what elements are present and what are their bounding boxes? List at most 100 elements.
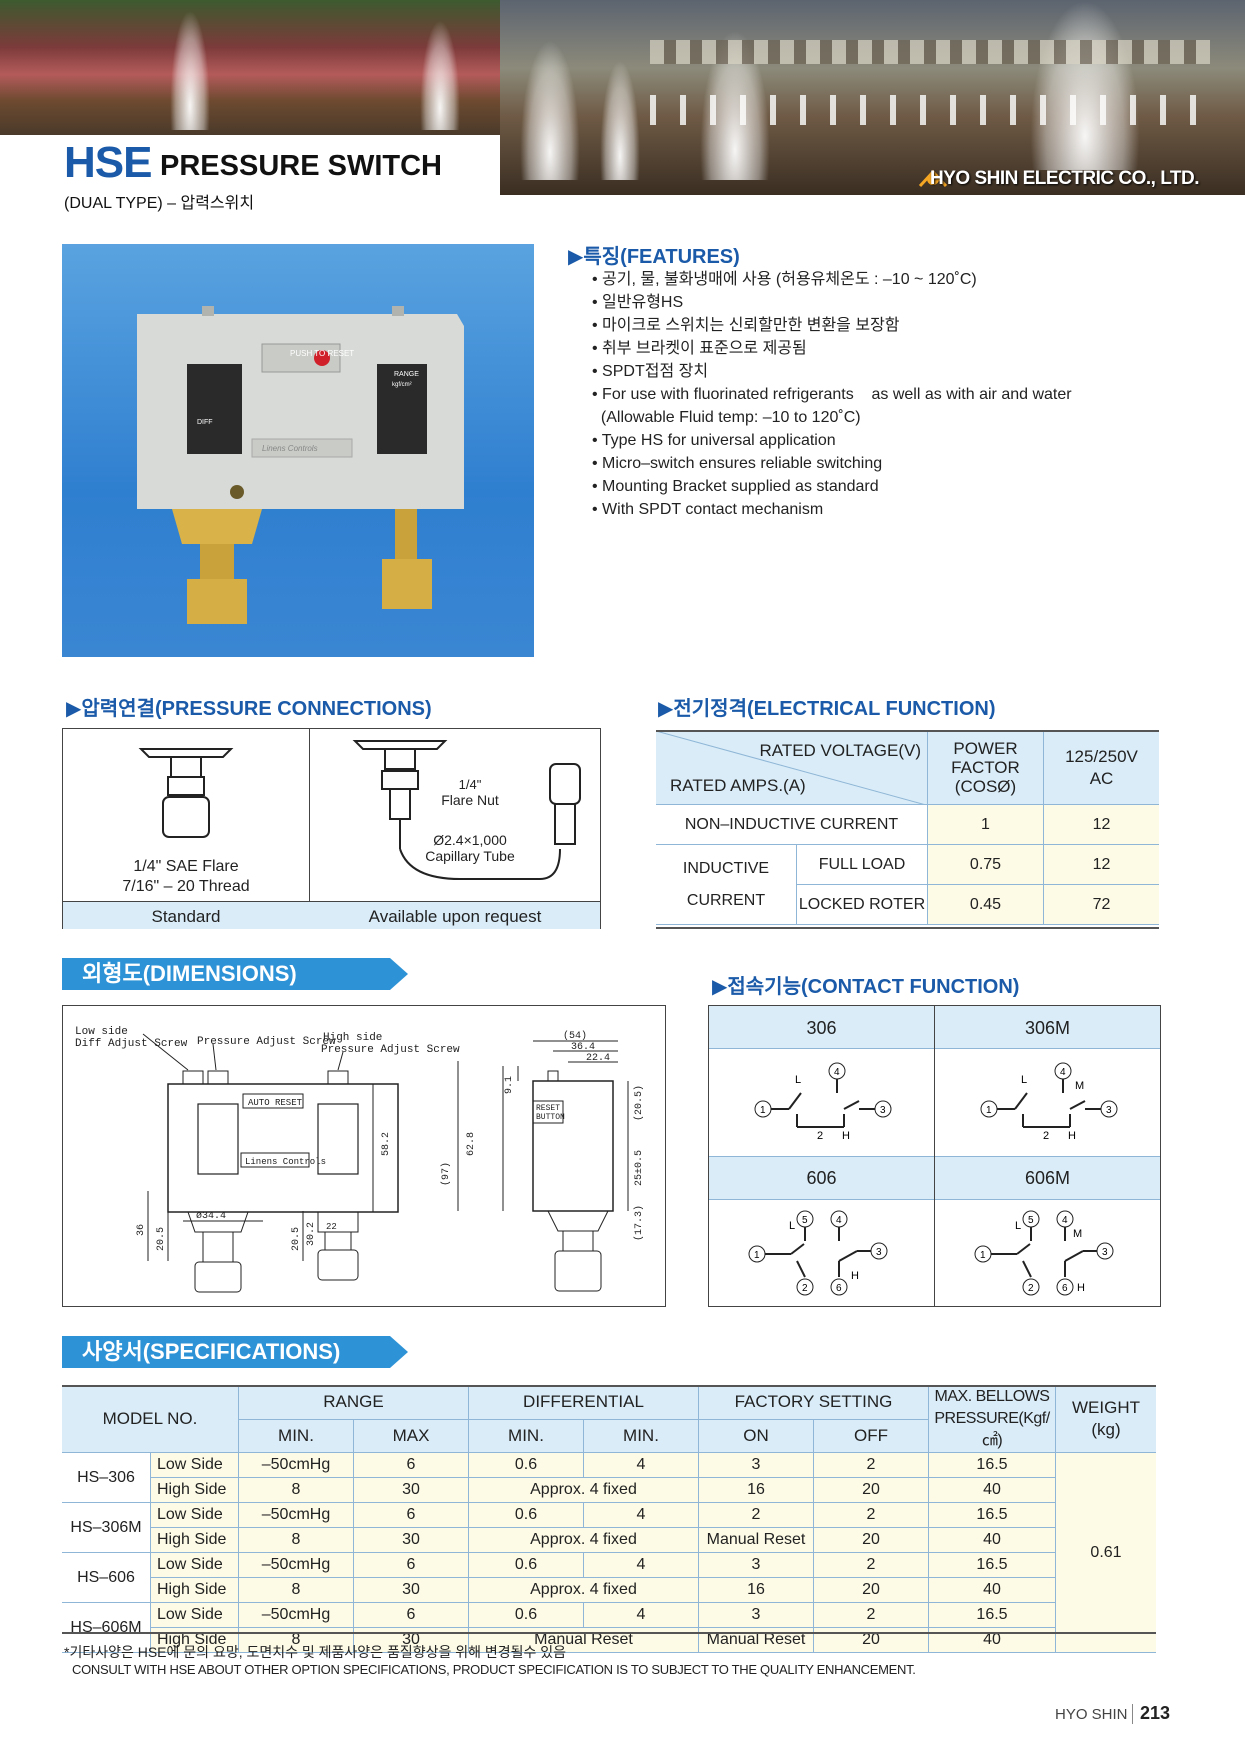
weight-label: WEIGHT bbox=[1072, 1398, 1140, 1417]
bellows-pressure: 40 bbox=[928, 1477, 1056, 1503]
model-606-label: 606 bbox=[806, 1168, 837, 1188]
dim-54: (54) bbox=[563, 1030, 587, 1042]
note-korean: *기타사양은 HSE에 문의 요망, 도면치수 및 제품사양은 품질향상을 위해… bbox=[64, 1644, 567, 1660]
features-heading: ▶특징(FEATURES) bbox=[568, 246, 740, 268]
thread-label: 7/16" – 20 Thread bbox=[122, 878, 249, 895]
model-no-header: MODEL NO. bbox=[62, 1385, 239, 1453]
range-max: 6 bbox=[353, 1552, 469, 1578]
max-bellows-header: MAX. BELLOWS PRESSURE(Kgf/㎠) bbox=[928, 1385, 1056, 1453]
voltage-header: 125/250V AC bbox=[1043, 730, 1159, 805]
standard-label: Standard bbox=[151, 907, 221, 926]
table-row: High Side 8 30 Approx. 4 fixed Manual Re… bbox=[62, 1527, 1156, 1553]
capillary-connection-diagram: 1/4" Flare Nut Ø2.4×1,000 Capillary Tube bbox=[352, 740, 581, 880]
page-title: PRESSURE SWITCH bbox=[160, 150, 442, 182]
header-banner bbox=[0, 0, 1245, 195]
dimensions-heading: 외형도(DIMENSIONS) bbox=[82, 961, 297, 986]
capillary-tube-label: Capillary Tube bbox=[425, 848, 515, 864]
diff-min: 0.6 bbox=[468, 1602, 584, 1628]
photo-brand-label: Linens Controls bbox=[262, 444, 318, 453]
diff-min-2: 4 bbox=[583, 1452, 699, 1478]
table-row: High Side 8 30 Manual Reset Manual Reset… bbox=[62, 1627, 1156, 1653]
pressure-adjust-screw-label: Pressure Adjust Screw bbox=[197, 1036, 336, 1048]
spec-top-rule bbox=[62, 1385, 1156, 1387]
dim-22: 22 bbox=[326, 1222, 337, 1232]
bellows-pressure: 16.5 bbox=[928, 1552, 1056, 1578]
contact-diagram-606: 1 5 2 4 3 6 LH bbox=[748, 1210, 888, 1296]
svg-text:H: H bbox=[1068, 1130, 1076, 1142]
range-min: 8 bbox=[238, 1527, 354, 1553]
full-load-label: FULL LOAD bbox=[796, 844, 928, 885]
specifications-tab: 사양서(SPECIFICATIONS) bbox=[62, 1336, 408, 1368]
range-min: –50cmHg bbox=[238, 1502, 354, 1528]
side-label: Low Side bbox=[150, 1502, 239, 1528]
factory-setting-header: FACTORY SETTING bbox=[698, 1385, 929, 1420]
range-min-header: MIN. bbox=[238, 1418, 354, 1453]
brand-title: HSE bbox=[64, 138, 152, 187]
table-row: HS–606M Low Side –50cmHg 6 0.6 4 3 2 16.… bbox=[62, 1602, 1156, 1653]
reset-button-label-2: BUTTON bbox=[536, 1113, 565, 1122]
flare-size-label: 1/4" bbox=[459, 777, 482, 792]
range-min: –50cmHg bbox=[238, 1452, 354, 1478]
factor-label: FACTOR bbox=[951, 758, 1020, 777]
dim-20-5-fitting: 20.5 bbox=[291, 1227, 302, 1251]
svg-text:2: 2 bbox=[1028, 1283, 1034, 1294]
title-box bbox=[0, 135, 500, 215]
model-306-label: 306 bbox=[806, 1018, 837, 1038]
setting-on: Manual Reset bbox=[698, 1627, 814, 1653]
range-scale-label: RANGE bbox=[394, 371, 419, 378]
setting-on: 16 bbox=[698, 1477, 814, 1503]
setting-off: 2 bbox=[813, 1602, 929, 1628]
svg-text:3: 3 bbox=[1106, 1105, 1112, 1116]
dim-9-1: 9.1 bbox=[504, 1076, 515, 1094]
contact-diagram-606m: 1 5 2 4 3 6 LMH bbox=[974, 1210, 1114, 1296]
dim-20-5-side: (20.5) bbox=[633, 1085, 645, 1121]
high-side-label: High side bbox=[323, 1032, 382, 1044]
differential-value: Approx. 4 fixed bbox=[468, 1577, 699, 1603]
feature-item: • 마이크로 스위치는 신뢰할만한 변환을 보장함 bbox=[592, 317, 900, 334]
svg-text:2: 2 bbox=[802, 1283, 808, 1294]
pressure-footer-row: Standard Available upon request bbox=[63, 901, 600, 929]
specifications-table: MODEL NO. RANGE DIFFERENTIAL FACTORY SET… bbox=[62, 1385, 1156, 1653]
table-row: HS–306 Low Side –50cmHg 6 0.6 4 3 2 16.5… bbox=[62, 1452, 1156, 1653]
model-306m-label: 306M bbox=[1024, 1018, 1071, 1038]
full-load-amps: 12 bbox=[1043, 844, 1159, 885]
model-name: HS–606M bbox=[62, 1602, 151, 1653]
differential-value: Manual Reset bbox=[468, 1627, 699, 1653]
electrical-table: RATED VOLTAGE(V) RATED AMPS.(A) POWER FA… bbox=[656, 730, 1159, 925]
diff-min: 0.6 bbox=[468, 1502, 584, 1528]
model-606m-label: 606M bbox=[1024, 1168, 1071, 1188]
bellows-pressure: 16.5 bbox=[928, 1602, 1056, 1628]
capillary-size-label: Ø2.4×1,000 bbox=[433, 832, 507, 848]
feature-item: • SPDT접점 장치 bbox=[592, 363, 709, 380]
feature-item: • Mounting Bracket supplied as standard bbox=[592, 478, 879, 495]
feature-item: • For use with fluorinated refrigerants … bbox=[592, 386, 1072, 403]
dimensions-tab: 외형도(DIMENSIONS) bbox=[62, 958, 408, 990]
setting-on: 3 bbox=[698, 1552, 814, 1578]
diff-min-2: 4 bbox=[583, 1602, 699, 1628]
dim-17-3: (17.3) bbox=[633, 1205, 645, 1241]
model-name: HS–306M bbox=[62, 1502, 151, 1553]
high-pressure-adjust-screw-label: Pressure Adjust Screw bbox=[321, 1044, 460, 1056]
side-label: High Side bbox=[150, 1627, 239, 1653]
range-max: 30 bbox=[353, 1527, 469, 1553]
svg-text:H: H bbox=[851, 1270, 859, 1282]
low-side-label: Low side bbox=[75, 1026, 128, 1038]
dim-22-4: 22.4 bbox=[586, 1053, 610, 1064]
dim-dia-34-4: ø34.4 bbox=[196, 1211, 226, 1222]
range-max: 6 bbox=[353, 1502, 469, 1528]
setting-off-header: OFF bbox=[813, 1418, 929, 1453]
sae-flare-label: 1/4" SAE Flare bbox=[133, 858, 238, 875]
side-label: Low Side bbox=[150, 1452, 239, 1478]
dimensions-drawing-box: Low side Diff Adjust Screw Pressure Adju… bbox=[62, 1005, 666, 1307]
side-label: Low Side bbox=[150, 1552, 239, 1578]
pressure-switch-illustration: PUSH TO RESET RANGE kgf/cm² DIFF Linens … bbox=[137, 306, 464, 624]
reset-button-label-1: RESET bbox=[536, 1104, 560, 1113]
svg-text:H: H bbox=[842, 1130, 850, 1142]
setting-off: 20 bbox=[813, 1477, 929, 1503]
side-label: Low Side bbox=[150, 1602, 239, 1628]
diff-min: 0.6 bbox=[468, 1452, 584, 1478]
table-row: HS–306M Low Side –50cmHg 6 0.6 4 2 2 16.… bbox=[62, 1502, 1156, 1553]
voltage-value: 125/250V bbox=[1065, 746, 1138, 766]
